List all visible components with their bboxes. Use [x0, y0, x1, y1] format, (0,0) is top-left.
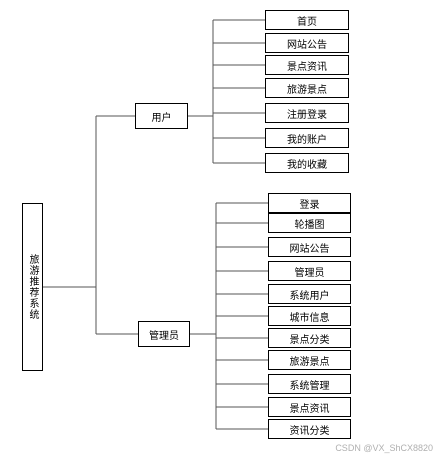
leaf-node-admin-scenic-news: 景点资讯 — [268, 397, 351, 417]
group-node-admin: 管理员 — [138, 321, 190, 347]
root-node: 旅游推荐系统 — [22, 203, 43, 371]
leaf-node-user-register-login: 注册登录 — [265, 103, 349, 123]
leaf-node-user-site-notice: 网站公告 — [265, 33, 349, 53]
leaf-node-user-my-favorites: 我的收藏 — [265, 153, 349, 173]
leaf-node-admin-city-info: 城市信息 — [268, 306, 351, 326]
leaf-node-admin-tourist-spots: 旅游景点 — [268, 350, 351, 370]
leaf-node-admin-system-management: 系统管理 — [268, 374, 351, 394]
watermark: CSDN @VX_ShCX8820 — [335, 443, 433, 453]
leaf-node-admin-scenic-category: 景点分类 — [268, 328, 351, 348]
leaf-node-admin-system-users: 系统用户 — [268, 284, 351, 304]
group-node-user: 用户 — [135, 103, 188, 129]
leaf-node-admin-news-category: 资讯分类 — [268, 419, 351, 439]
leaf-node-user-my-account: 我的账户 — [265, 128, 349, 148]
leaf-node-user-scenic-news: 景点资讯 — [265, 55, 349, 75]
leaf-node-user-tourist-spots: 旅游景点 — [265, 78, 349, 98]
leaf-node-admin-administrator: 管理员 — [268, 261, 351, 281]
leaf-node-admin-login: 登录 — [268, 193, 351, 213]
leaf-node-admin-site-notice: 网站公告 — [268, 237, 351, 257]
leaf-node-user-home: 首页 — [265, 10, 349, 30]
leaf-node-admin-carousel: 轮播图 — [268, 213, 351, 233]
